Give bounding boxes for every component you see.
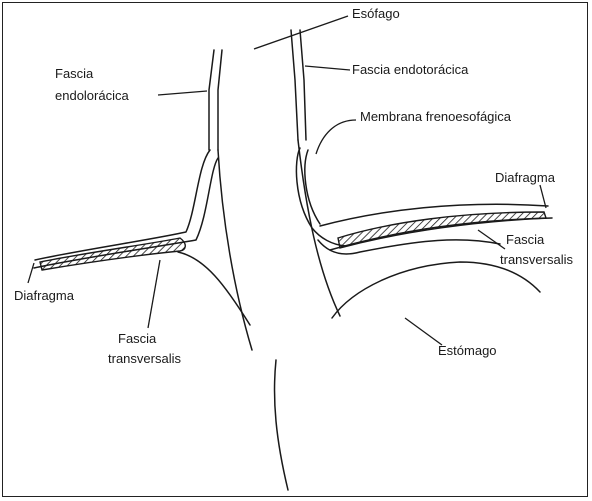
label-esofago: Esófago (352, 6, 400, 21)
label-fascia-endotoracica-left-2: endolorácica (55, 88, 129, 103)
label-fascia-endotoracica-right: Fascia endotorácica (352, 62, 469, 77)
stomach (332, 262, 540, 318)
label-fascia-endotoracica-left-1: Fascia (55, 66, 94, 81)
label-fascia-transversalis-right-2: transversalis (500, 252, 573, 267)
esophagus (209, 30, 340, 490)
label-fascia-transversalis-right-1: Fascia (506, 232, 545, 247)
label-fascia-transversalis-left-2: transversalis (108, 351, 181, 366)
label-membrana-frenoesofagica: Membrana frenoesofágica (360, 109, 512, 124)
label-diafragma-right: Diafragma (495, 170, 556, 185)
label-estomago: Estómago (438, 343, 497, 358)
label-diafragma-left: Diafragma (14, 288, 75, 303)
label-fascia-transversalis-left-1: Fascia (118, 331, 157, 346)
